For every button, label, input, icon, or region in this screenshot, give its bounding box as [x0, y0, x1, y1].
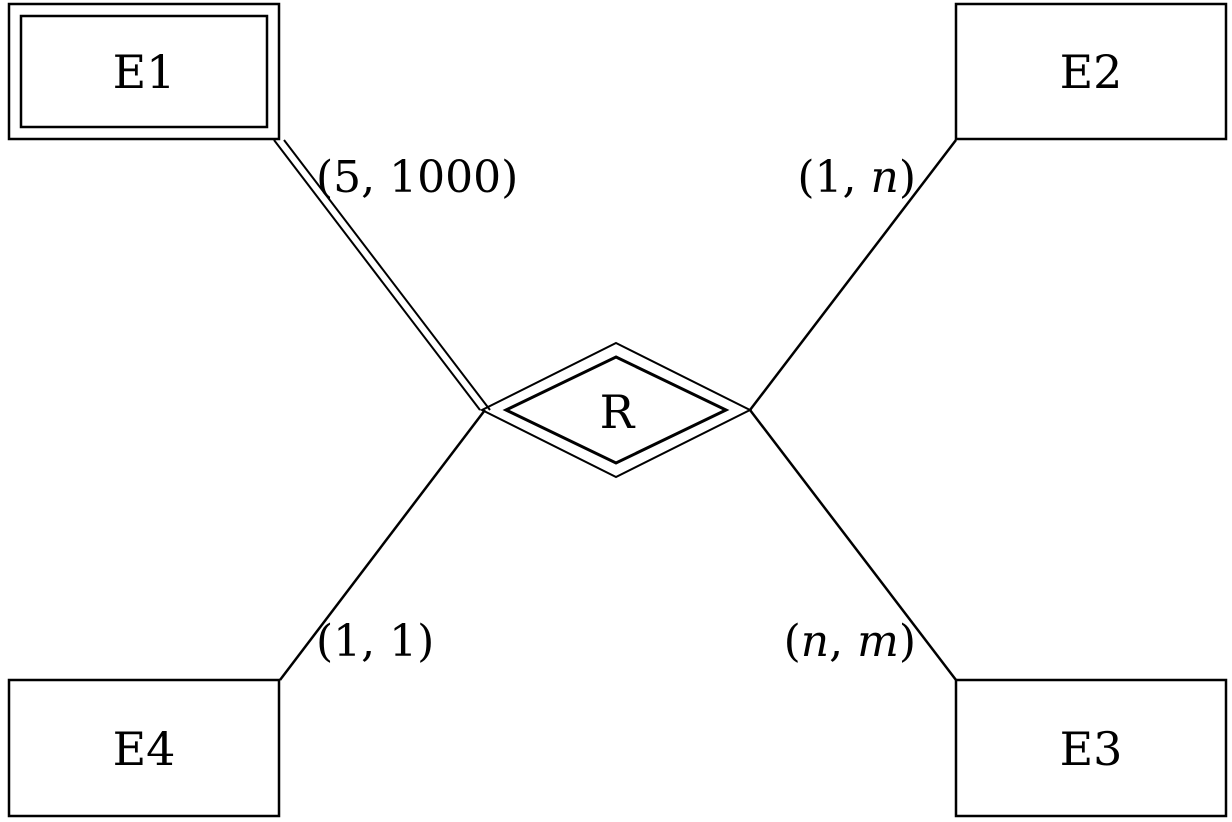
relationship-inner-diamond: [502, 355, 730, 465]
entity-e1: E1: [7, 2, 281, 141]
relationship-label: R: [600, 385, 636, 439]
entity-e3: E3: [954, 678, 1228, 818]
entity-e2-label: E2: [1060, 45, 1123, 99]
entity-e1-label: E1: [113, 45, 176, 99]
relationship-r: R: [479, 341, 753, 479]
edge-e2-r: [749, 139, 957, 411]
cardinality-e3: (n, m): [784, 616, 916, 667]
entity-e4: E4: [7, 678, 281, 818]
entity-e3-label: E3: [1060, 722, 1123, 776]
edge-e4-r: [279, 409, 486, 681]
entity-e1-inner-border: [19, 14, 269, 129]
entity-e2: E2: [954, 2, 1228, 141]
entity-e4-label: E4: [113, 722, 176, 776]
cardinality-e1: (5, 1000): [316, 152, 518, 203]
edge-e1-r: [273, 139, 491, 411]
cardinality-e4: (1, 1): [316, 616, 434, 667]
relationship-outer-diamond: [479, 341, 753, 479]
edge-e3-r: [749, 409, 957, 681]
cardinality-e2: (1, n): [797, 152, 916, 203]
